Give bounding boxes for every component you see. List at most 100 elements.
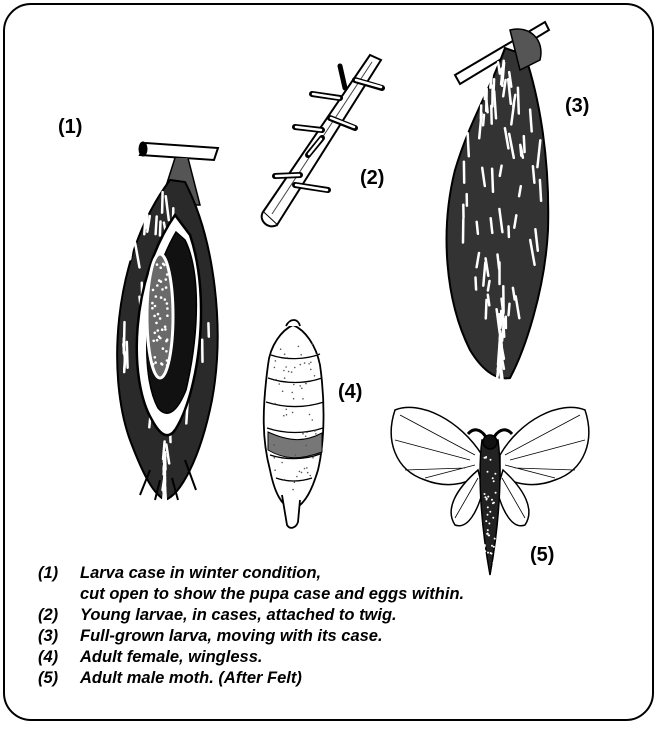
figure-label-3: (3) xyxy=(565,95,589,118)
egg-dot xyxy=(159,317,162,320)
egg-dot xyxy=(166,273,169,276)
egg-dot xyxy=(160,280,163,283)
body-stipple xyxy=(495,492,497,494)
case-stick xyxy=(488,295,490,306)
body-stipple xyxy=(301,388,303,390)
case-stick xyxy=(524,136,525,152)
egg-dot xyxy=(161,288,164,291)
larva-case-cut-open-drawing xyxy=(117,142,218,513)
egg-dot xyxy=(166,314,169,317)
body-stipple xyxy=(275,379,277,381)
case-stick xyxy=(476,278,477,290)
body-stipple xyxy=(488,534,490,536)
body-stipple xyxy=(493,480,495,482)
body-stipple xyxy=(312,457,314,459)
body-stipple xyxy=(493,546,495,548)
case-stick xyxy=(533,166,535,182)
body-stipple xyxy=(493,562,495,564)
caption-item: (4) Adult female, wingless. xyxy=(38,647,464,668)
body-stipple xyxy=(292,489,294,491)
egg-dot xyxy=(156,263,159,266)
body-stipple xyxy=(299,471,301,473)
body-stipple xyxy=(484,496,486,498)
body-stipple xyxy=(304,362,306,364)
figure-label-2: (2) xyxy=(360,167,384,190)
caption-item: (2) Young larvae, in cases, attached to … xyxy=(38,605,464,626)
body-stipple xyxy=(490,459,492,461)
body-stipple xyxy=(292,412,294,414)
egg-dot xyxy=(153,315,156,318)
egg-dot xyxy=(165,278,168,281)
body-stipple xyxy=(491,499,493,501)
body-stipple xyxy=(284,479,286,481)
egg-dot xyxy=(151,302,154,305)
body-stipple xyxy=(492,517,494,519)
case-stick xyxy=(519,186,521,196)
body-stipple xyxy=(484,546,486,548)
body-stipple xyxy=(286,357,288,359)
egg-dot xyxy=(154,332,157,335)
adult-male-moth-drawing xyxy=(391,407,589,575)
body-stipple xyxy=(273,444,275,446)
egg-dot xyxy=(164,298,167,301)
egg-dot xyxy=(152,289,155,292)
caption-continuation: cut open to show the pupa case and eggs … xyxy=(38,584,464,605)
case-stick xyxy=(486,300,487,319)
egg-dot xyxy=(154,356,157,359)
egg-dot xyxy=(165,286,168,289)
egg-dot xyxy=(157,313,160,316)
body-stipple xyxy=(494,538,496,540)
body-stipple xyxy=(487,514,489,516)
body-stipple xyxy=(274,457,276,459)
body-stipple xyxy=(494,473,496,475)
case-stick xyxy=(160,222,161,236)
body-stipple xyxy=(300,354,302,356)
body-stipple xyxy=(305,383,307,385)
body-stipple xyxy=(304,468,306,470)
egg-dot xyxy=(159,266,162,269)
body-stipple xyxy=(291,371,293,373)
body-stipple xyxy=(296,476,298,478)
figure-label-5: (5) xyxy=(530,544,554,567)
figure-label-1: (1) xyxy=(58,116,82,139)
egg-dot xyxy=(163,264,166,267)
body-stipple xyxy=(310,475,312,477)
caption-list: (1) Larva case in winter condition, cut … xyxy=(38,563,464,689)
egg-dot xyxy=(155,295,158,298)
twig-with-young-larvae-drawing xyxy=(262,55,382,226)
caption-item: (5) Adult male moth. (After Felt) xyxy=(38,668,464,689)
body-stipple xyxy=(310,362,312,364)
egg-dot xyxy=(166,307,169,310)
egg-dot xyxy=(156,284,159,287)
egg-dot xyxy=(154,305,157,308)
body-stipple xyxy=(302,398,304,400)
body-stipple xyxy=(487,529,489,531)
case-stick xyxy=(488,281,490,291)
body-stipple xyxy=(314,430,316,432)
body-stipple xyxy=(308,363,310,365)
case-stick xyxy=(477,222,478,234)
body-stipple xyxy=(487,506,489,508)
body-stipple xyxy=(307,472,309,474)
case-stick xyxy=(513,288,515,300)
egg-dot xyxy=(152,340,155,343)
body-stipple xyxy=(310,369,312,371)
body-stipple xyxy=(274,367,276,369)
body-stipple xyxy=(293,384,295,386)
body-stipple xyxy=(284,353,286,355)
egg-dot xyxy=(160,296,163,299)
caption-item: (1) Larva case in winter condition, xyxy=(38,563,464,584)
caption-text: Adult male moth. (After Felt) xyxy=(80,668,302,689)
case-stick xyxy=(530,110,532,132)
egg-dot xyxy=(166,359,169,362)
body-stipple xyxy=(302,433,304,435)
case-stick xyxy=(468,133,469,156)
body-stipple xyxy=(300,364,302,366)
egg-dot xyxy=(157,329,160,332)
body-stipple xyxy=(484,550,486,552)
egg-dot xyxy=(165,350,168,353)
body-stipple xyxy=(487,496,489,498)
egg-dot xyxy=(164,325,167,328)
body-stipple xyxy=(285,366,287,368)
caption-number: (4) xyxy=(38,647,80,668)
